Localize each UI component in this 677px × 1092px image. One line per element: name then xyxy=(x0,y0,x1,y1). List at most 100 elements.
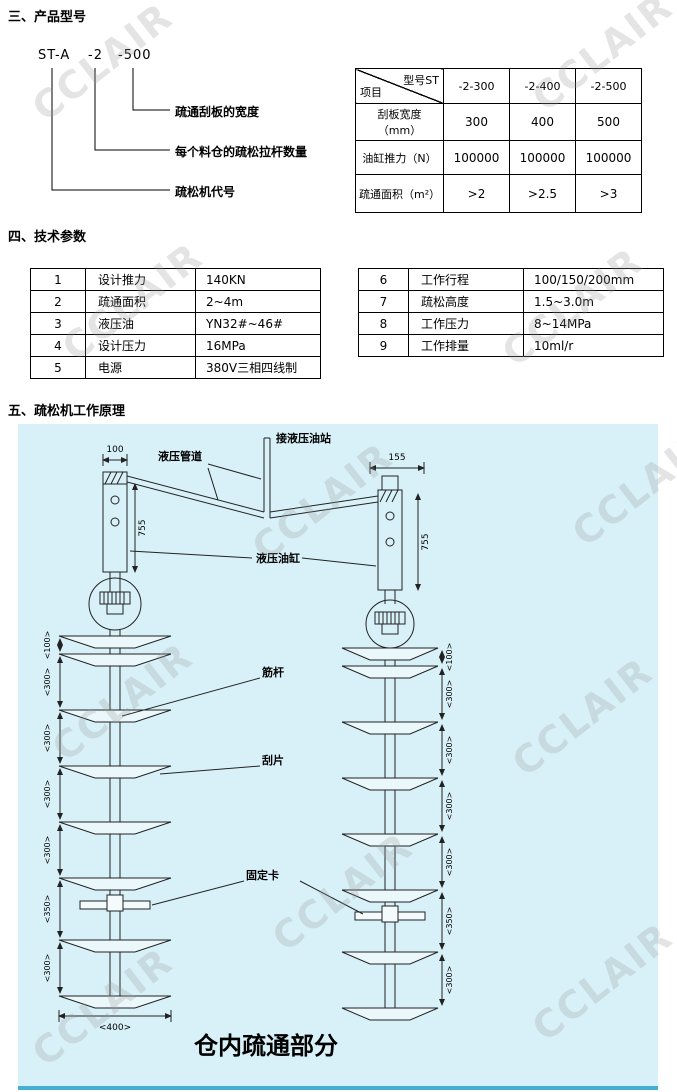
table-row: 3 液压油 YN32#~46# xyxy=(30,312,321,335)
dim-seg: <300> xyxy=(445,680,454,709)
model-code-part1: ST-A xyxy=(38,48,71,63)
param-value: YN32#~46# xyxy=(195,312,321,335)
param-no: 2 xyxy=(30,290,86,313)
cell: 300 xyxy=(443,103,510,141)
col-header: -2-500 xyxy=(575,68,642,104)
dim-400: <400> xyxy=(99,1023,131,1033)
param-no: 3 xyxy=(30,312,86,335)
principle-diagram-svg: 接液压油站 液压管道 xyxy=(43,431,454,1060)
section3-title: 三、产品型号 xyxy=(8,10,87,25)
dim-seg: <300> xyxy=(43,780,52,809)
pipe-leader-lines xyxy=(207,463,262,501)
param-no: 9 xyxy=(358,334,409,357)
label-oil-station: 接液压油站 xyxy=(276,431,331,445)
cell: 100000 xyxy=(509,140,576,175)
table-row: 刮板宽度（mm） 300 400 500 xyxy=(355,103,642,141)
right-detail-circle xyxy=(365,599,415,649)
dim-seg: <350> xyxy=(43,895,52,924)
param-name: 设计压力 xyxy=(85,334,196,357)
right-width-dimension xyxy=(369,462,425,474)
param-value: 2~4m xyxy=(195,290,321,313)
section4-title: 四、技术参数 xyxy=(8,230,87,245)
model-code-part2: -2 xyxy=(88,48,103,63)
dim-755-left: 755 xyxy=(138,519,148,536)
label-hydraulic-cylinder: 液压油缸 xyxy=(256,551,300,565)
working-principle-diagram: 接液压油站 液压管道 xyxy=(18,424,658,1090)
table-header-row: 型号ST 项目 -2-300 -2-400 -2-500 xyxy=(355,68,642,104)
dim-seg: <300> xyxy=(445,792,454,821)
cell: 100000 xyxy=(443,140,510,175)
param-value: 1.5~3.0m xyxy=(523,290,664,313)
rib-leader-line xyxy=(121,677,261,717)
table-row: 疏通面积（m²） >2 >2.5 >3 xyxy=(355,174,642,213)
dim-seg: <300> xyxy=(43,954,52,983)
row-header: 疏通面积（m²） xyxy=(355,174,444,213)
table-row: 7 疏松高度 1.5~3.0m xyxy=(358,290,664,313)
dim-100: 100 xyxy=(106,445,123,455)
param-name: 工作行程 xyxy=(408,268,524,291)
model-code-part3: -500 xyxy=(118,48,152,63)
col-header: -2-400 xyxy=(509,68,576,104)
label-hydraulic-pipe: 液压管道 xyxy=(158,449,202,463)
cell: >2.5 xyxy=(509,174,576,213)
right-tower xyxy=(341,647,439,1021)
left-tower xyxy=(58,630,172,1009)
dim-seg: <300> xyxy=(445,966,454,995)
param-value: 100/150/200mm xyxy=(523,268,664,291)
dim-seg: <100> xyxy=(445,643,454,672)
left-cylinder xyxy=(102,471,128,592)
param-value: 140KN xyxy=(195,268,321,291)
param-no: 1 xyxy=(30,268,86,291)
label-fixing-clamp: 固定卡 xyxy=(246,868,279,882)
dim-seg: <300> xyxy=(43,668,52,697)
param-no: 5 xyxy=(30,356,86,379)
left-detail-circle xyxy=(88,577,142,631)
label-rib-rod: 筋杆 xyxy=(261,665,284,679)
param-name: 疏松高度 xyxy=(408,290,524,313)
table-row: 2 疏通面积 2~4m xyxy=(30,290,321,313)
param-value: 10ml/r xyxy=(523,334,664,357)
right-cylinder xyxy=(377,475,403,604)
param-no: 6 xyxy=(358,268,409,291)
cell: >2 xyxy=(443,174,510,213)
param-name: 工作压力 xyxy=(408,312,524,335)
dim-seg: <300> xyxy=(43,724,52,753)
param-name: 设计推力 xyxy=(85,268,196,291)
param-value: 8~14MPa xyxy=(523,312,664,335)
model-label-rods: 每个料仓的疏松拉杆数量 xyxy=(175,145,308,159)
tech-params-table-left: 1 设计推力 140KN 2 疏通面积 2~4m 3 液压油 YN32#~46#… xyxy=(30,268,321,379)
header-item: 项目 xyxy=(360,86,382,99)
diagram-caption: 仓内疏通部分 xyxy=(193,1032,338,1060)
param-value: 380V三相四线制 xyxy=(195,356,321,379)
table-row: 油缸推力（N） 100000 100000 100000 xyxy=(355,140,642,175)
cell: 100000 xyxy=(575,140,642,175)
table-row: 8 工作压力 8~14MPa xyxy=(358,312,664,335)
param-no: 7 xyxy=(358,290,409,313)
param-name: 电源 xyxy=(85,356,196,379)
param-no: 4 xyxy=(30,334,86,357)
param-name: 液压油 xyxy=(85,312,196,335)
left-width-dimension xyxy=(102,454,128,466)
model-label-width: 疏通刮板的宽度 xyxy=(175,105,260,119)
col-header: -2-300 xyxy=(443,68,510,104)
row-header: 刮板宽度（mm） xyxy=(355,103,444,141)
param-name: 工作排量 xyxy=(408,334,524,357)
hydraulic-pipe-runs xyxy=(126,475,379,519)
section5-title: 五、疏松机工作原理 xyxy=(8,404,126,419)
clamp-leader-lines xyxy=(151,880,364,915)
dim-seg: <300> xyxy=(445,848,454,877)
tech-params-table-right: 6 工作行程 100/150/200mm 7 疏松高度 1.5~3.0m 8 工… xyxy=(358,268,664,357)
table-row: 1 设计推力 140KN xyxy=(30,268,321,291)
dim-seg: <300> xyxy=(43,836,52,865)
cell: 400 xyxy=(509,103,576,141)
table-row: 4 设计压力 16MPa xyxy=(30,334,321,357)
dim-seg: <100> xyxy=(43,631,52,660)
dim-seg: <350> xyxy=(445,907,454,936)
scraper-leader-line xyxy=(159,765,261,775)
cell: 500 xyxy=(575,103,642,141)
model-label-code: 疏松机代号 xyxy=(175,185,236,199)
model-spec-table: 型号ST 项目 -2-300 -2-400 -2-500 刮板宽度（mm） 30… xyxy=(355,68,642,213)
cell: >3 xyxy=(575,174,642,213)
table-row: 9 工作排量 10ml/r xyxy=(358,334,664,357)
